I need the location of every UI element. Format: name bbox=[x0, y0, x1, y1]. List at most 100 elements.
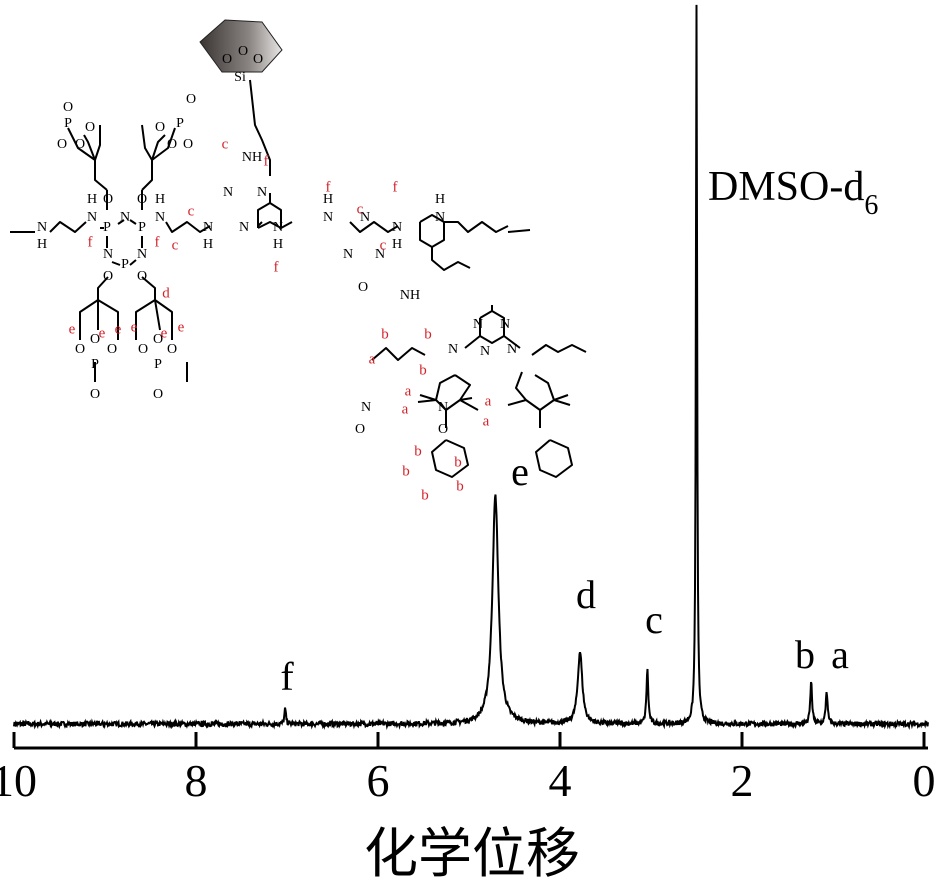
x-tick-label: 6 bbox=[367, 755, 390, 806]
proton-label-b: b bbox=[454, 454, 462, 470]
proton-label-c: c bbox=[222, 136, 229, 152]
atom-label: N bbox=[375, 247, 385, 262]
bond bbox=[141, 124, 153, 161]
atom-label: O bbox=[137, 269, 147, 284]
peak-label-b: b bbox=[795, 632, 815, 677]
atom-label: O bbox=[63, 100, 73, 115]
bond bbox=[141, 160, 153, 191]
atom-label: H bbox=[203, 237, 213, 252]
proton-label-c: c bbox=[188, 203, 195, 219]
bond bbox=[280, 221, 293, 229]
bond bbox=[151, 127, 176, 161]
peak-label-c: c bbox=[645, 597, 663, 642]
atom-label: H bbox=[435, 192, 445, 207]
bond bbox=[111, 261, 121, 266]
atom-label: O bbox=[355, 422, 365, 437]
atom-label: O bbox=[138, 342, 148, 357]
proton-label-d: d bbox=[162, 285, 170, 301]
atom-label: P bbox=[138, 220, 146, 235]
atom-label: N bbox=[361, 400, 371, 415]
bond bbox=[67, 127, 96, 161]
proton-label-c: c bbox=[357, 201, 364, 217]
bond bbox=[154, 299, 161, 331]
atom-label: NH bbox=[242, 150, 262, 165]
bond bbox=[257, 202, 282, 229]
atom-label: N bbox=[323, 210, 333, 225]
atom-label: N bbox=[507, 342, 517, 357]
proton-label-b: b bbox=[419, 362, 427, 378]
bond bbox=[535, 439, 573, 478]
bond bbox=[531, 344, 587, 356]
atom-label: O bbox=[153, 387, 163, 402]
peak-label-f: f bbox=[280, 654, 294, 699]
proton-label-e: e bbox=[161, 325, 168, 341]
bond bbox=[371, 347, 426, 361]
atom-label: P bbox=[154, 357, 162, 372]
bond bbox=[97, 299, 119, 340]
peak-label-d: d bbox=[576, 572, 596, 617]
atom-label: N bbox=[500, 317, 510, 332]
atom-label: O bbox=[137, 192, 147, 207]
silica-support bbox=[199, 19, 283, 73]
bond bbox=[49, 221, 87, 233]
proton-label-e: e bbox=[178, 319, 185, 335]
atom-label: H bbox=[87, 192, 97, 207]
bond bbox=[417, 399, 437, 403]
atom-label: N bbox=[239, 220, 249, 235]
bond bbox=[154, 299, 173, 340]
proton-label-a: a bbox=[485, 393, 492, 409]
proton-label-b: b bbox=[414, 443, 422, 459]
atom-label: O bbox=[85, 120, 95, 135]
bond bbox=[464, 335, 481, 349]
atom-label: O bbox=[103, 192, 113, 207]
atom-label: O bbox=[222, 52, 232, 67]
peak-label-e: e bbox=[511, 449, 529, 494]
x-tick-label: 8 bbox=[185, 755, 208, 806]
solvent-label: DMSO-d6 bbox=[708, 164, 878, 221]
atom-label: P bbox=[64, 116, 72, 131]
atom-label: N bbox=[438, 400, 448, 415]
bond bbox=[79, 299, 99, 340]
bond bbox=[129, 219, 137, 225]
bond bbox=[94, 160, 108, 191]
proton-label-e: e bbox=[69, 321, 76, 337]
bond bbox=[431, 439, 469, 478]
atom-label: H bbox=[392, 237, 402, 252]
spectrum-line bbox=[13, 4, 929, 731]
atom-label: O bbox=[186, 92, 196, 107]
bond bbox=[129, 259, 137, 266]
bond bbox=[553, 399, 571, 406]
bond bbox=[503, 335, 521, 349]
bond bbox=[419, 394, 437, 401]
proton-label-b: b bbox=[421, 487, 429, 503]
atom-label: O bbox=[167, 342, 177, 357]
proton-label-f: f bbox=[274, 259, 279, 275]
atom-label: N bbox=[360, 210, 370, 225]
atom-label: H bbox=[323, 192, 333, 207]
x-tick-label: 2 bbox=[731, 755, 754, 806]
atom-label: O bbox=[75, 342, 85, 357]
proton-label-e: e bbox=[99, 325, 106, 341]
atom-label: O bbox=[183, 137, 193, 152]
bond bbox=[349, 221, 399, 233]
atom-label: O bbox=[75, 137, 85, 152]
bond bbox=[151, 134, 166, 161]
atom-label: O bbox=[107, 342, 117, 357]
atom-label: N bbox=[343, 247, 353, 262]
proton-label-a: a bbox=[402, 401, 409, 417]
x-tick-label: 0 bbox=[913, 755, 936, 806]
atom-label: N bbox=[480, 344, 490, 359]
bond bbox=[507, 229, 531, 233]
bond bbox=[97, 276, 109, 300]
atom-label: O bbox=[103, 269, 113, 284]
atom-label: N bbox=[257, 185, 267, 200]
atom-label: NH bbox=[400, 288, 420, 303]
atom-label: N bbox=[87, 210, 97, 225]
atom-label: O bbox=[57, 137, 67, 152]
atom-label: P bbox=[91, 357, 99, 372]
atom-label: N bbox=[137, 247, 147, 262]
atom-label: O bbox=[167, 137, 177, 152]
atom-label: N bbox=[37, 220, 47, 235]
